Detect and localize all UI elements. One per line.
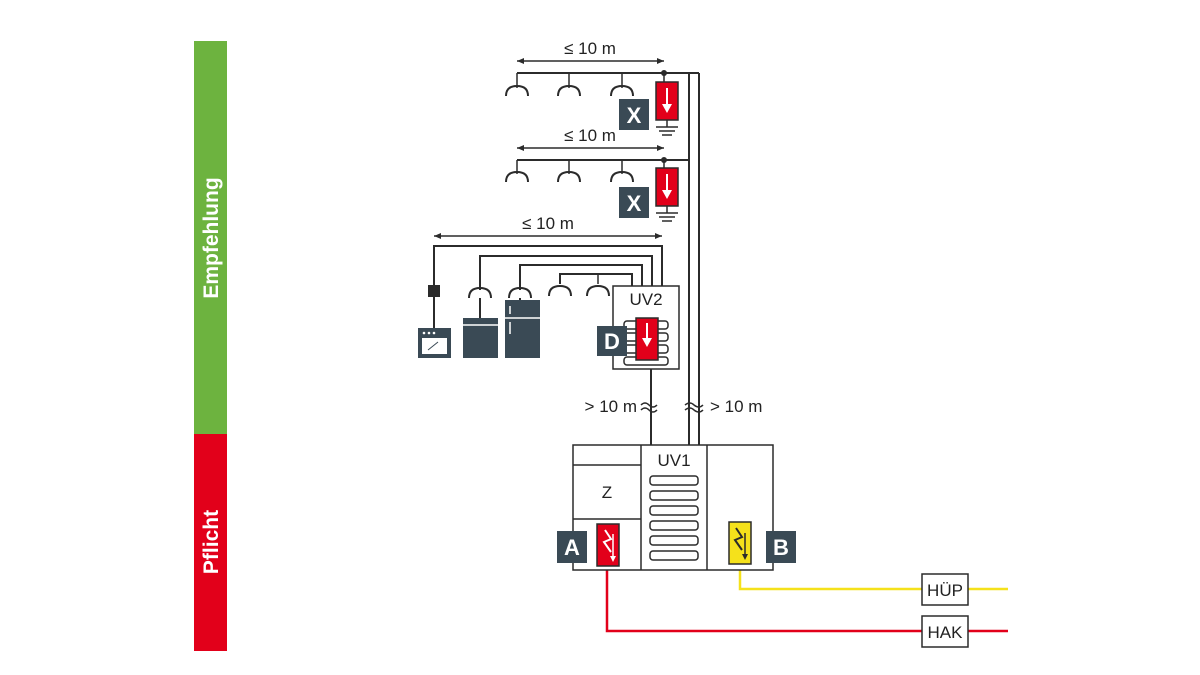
lamp-icon bbox=[548, 284, 572, 297]
ground-icon bbox=[656, 206, 678, 222]
meter-label: Z bbox=[602, 483, 612, 502]
huep-box: HÜP bbox=[921, 573, 969, 606]
left-feed-distance: > 10 m bbox=[585, 397, 637, 416]
supply-lines bbox=[605, 565, 1008, 633]
uv2-distribution: UV2 bbox=[612, 285, 680, 370]
lamp-icon bbox=[505, 84, 529, 97]
surge-protector-icon bbox=[635, 317, 659, 361]
right-feed-distance: > 10 m bbox=[710, 397, 762, 416]
svg-text:D: D bbox=[604, 329, 620, 354]
surge-protector-icon bbox=[728, 521, 752, 565]
feed-lines: > 10 m > 10 m bbox=[585, 73, 762, 445]
hak-box: HAK bbox=[921, 615, 969, 648]
tag-d: D bbox=[597, 326, 627, 356]
svg-text:A: A bbox=[564, 535, 580, 560]
branch-top: ≤ 10 m bbox=[505, 39, 699, 161]
tag-x-top: X bbox=[619, 99, 649, 130]
svg-text:B: B bbox=[773, 535, 789, 560]
surge-protector-icon bbox=[596, 523, 620, 567]
fridge-icon bbox=[505, 300, 540, 358]
lamp-icon bbox=[557, 170, 581, 183]
uv2-label: UV2 bbox=[629, 290, 662, 309]
svg-text:X: X bbox=[627, 103, 642, 128]
mandatory-label: Pflicht bbox=[200, 510, 223, 574]
branch-middle: ≤ 10 m bbox=[505, 126, 679, 222]
lamp-icon bbox=[468, 286, 492, 299]
svg-text:X: X bbox=[627, 191, 642, 216]
side-bar: Empfehlung Pflicht bbox=[194, 41, 227, 651]
surge-protector-icon bbox=[655, 81, 679, 121]
branch-bottom-distance: ≤ 10 m bbox=[522, 214, 574, 233]
socket-icon bbox=[428, 285, 440, 297]
oven-icon bbox=[418, 328, 451, 358]
lamp-icon bbox=[610, 170, 634, 183]
branch-middle-distance: ≤ 10 m bbox=[564, 126, 616, 145]
red-supply-line bbox=[605, 565, 922, 633]
hak-label: HAK bbox=[928, 623, 964, 642]
surge-protector-icon bbox=[655, 167, 679, 207]
lamp-icon bbox=[508, 286, 532, 299]
lamp-icon bbox=[586, 284, 610, 297]
yellow-supply-line bbox=[738, 566, 922, 591]
huep-label: HÜP bbox=[927, 581, 963, 600]
branch-bottom: ≤ 10 m bbox=[418, 214, 663, 358]
ground-icon bbox=[656, 120, 678, 136]
tag-a: A bbox=[557, 531, 587, 563]
uv1-label: UV1 bbox=[657, 451, 690, 470]
recommendation-bar bbox=[194, 41, 227, 434]
tag-b: B bbox=[766, 531, 796, 563]
uv1-distribution: UV1 Z bbox=[572, 444, 774, 571]
lamp-icon bbox=[557, 84, 581, 97]
uv1-breakers bbox=[649, 475, 699, 561]
branch-top-distance: ≤ 10 m bbox=[564, 39, 616, 58]
mandatory-bar bbox=[194, 434, 227, 651]
recommendation-label: Empfehlung bbox=[200, 177, 223, 298]
lamp-icon bbox=[505, 170, 529, 183]
dishwasher-icon bbox=[463, 318, 498, 358]
tag-x-mid: X bbox=[619, 187, 649, 218]
lamp-icon bbox=[610, 84, 634, 97]
